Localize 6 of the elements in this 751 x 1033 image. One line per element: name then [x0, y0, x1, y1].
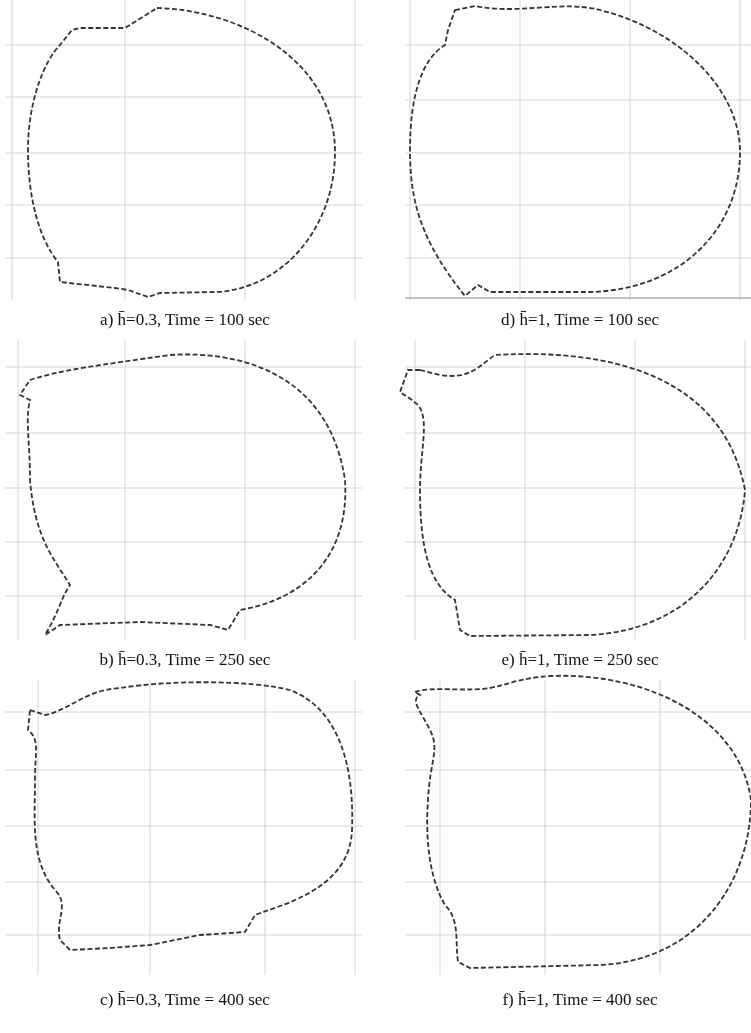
panel-caption: d) h̄=1, Time = 100 sec [500, 310, 660, 330]
panel-caption: f) h̄=1, Time = 400 sec [501, 990, 659, 1010]
panel-caption: b) h̄=0.3, Time = 250 sec [98, 650, 272, 670]
panel-caption: e) h̄=1, Time = 250 sec [500, 650, 660, 670]
panel-caption: a) h̄=0.3, Time = 100 sec [99, 310, 271, 330]
panel-caption: c) h̄=0.3, Time = 400 sec [99, 990, 271, 1010]
